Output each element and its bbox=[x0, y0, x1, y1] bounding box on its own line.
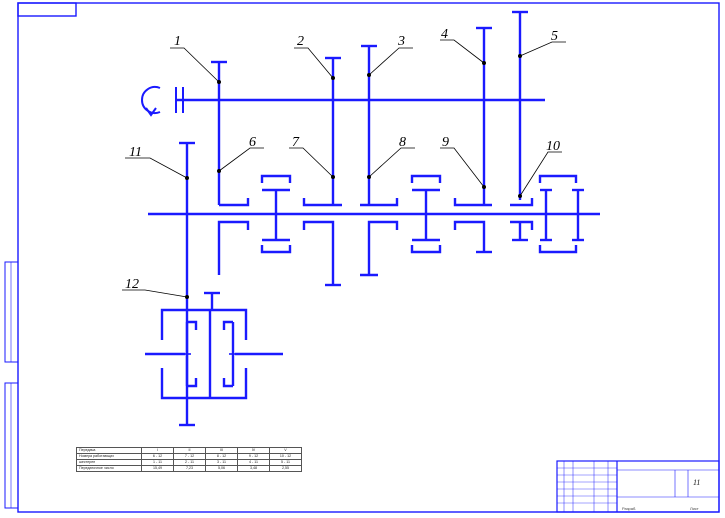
output-shaft-gears bbox=[217, 174, 584, 287]
table-cell: 3,48 bbox=[237, 465, 270, 472]
callout-12: 12 bbox=[125, 277, 139, 292]
callout-11: 11 bbox=[129, 145, 142, 160]
table-cell: Передаточное число bbox=[76, 465, 142, 472]
table-cell: 5,06 bbox=[205, 465, 238, 472]
leader-dots bbox=[185, 54, 522, 299]
callout-10: 10 bbox=[546, 139, 560, 154]
callout-6: 6 bbox=[249, 135, 256, 150]
table-row: Передаточное число 15,49 7,23 5,06 3,48 … bbox=[76, 465, 302, 472]
title-block bbox=[556, 460, 720, 513]
stamp-label-right: Лист bbox=[690, 506, 699, 511]
bearing-markers bbox=[183, 99, 582, 355]
stamp-label-left: Разраб. bbox=[622, 506, 637, 511]
table-cell: 7,23 bbox=[173, 465, 206, 472]
table-cell: 2,55 bbox=[269, 465, 302, 472]
leader-lines bbox=[122, 39, 566, 298]
gear-ratio-table: Передача I II III IV V Номера работающих… bbox=[76, 447, 302, 472]
drawing-frame bbox=[4, 2, 720, 513]
callout-5: 5 bbox=[551, 29, 558, 44]
callout-8: 8 bbox=[399, 135, 406, 150]
callout-1: 1 bbox=[174, 34, 181, 49]
callout-2: 2 bbox=[297, 34, 304, 49]
callout-4: 4 bbox=[441, 27, 448, 42]
table-cell: 15,49 bbox=[141, 465, 174, 472]
sheet-number: 11 bbox=[693, 478, 701, 487]
callout-7: 7 bbox=[292, 135, 300, 150]
final-drive bbox=[179, 141, 220, 427]
callout-3: 3 bbox=[397, 34, 405, 49]
callout-labels: 1 2 3 4 5 6 7 8 9 10 11 12 bbox=[125, 27, 560, 292]
callout-9: 9 bbox=[442, 135, 449, 150]
input-pulley bbox=[141, 86, 184, 117]
